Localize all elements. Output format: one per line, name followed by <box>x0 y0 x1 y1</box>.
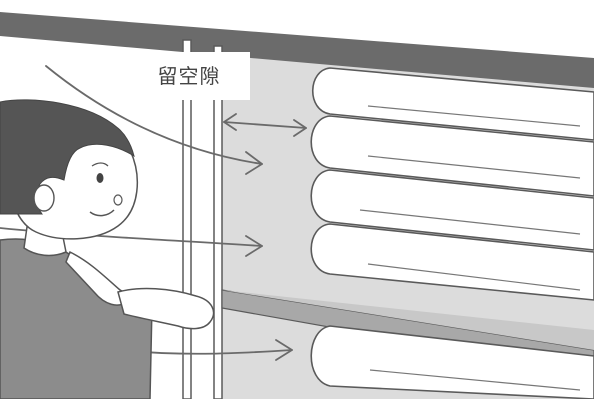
person-nose <box>114 195 122 205</box>
futon-stack-upper <box>311 68 594 300</box>
caption-label: 留空隙 <box>128 52 250 100</box>
person-ear <box>34 185 54 211</box>
person-eye <box>97 173 104 183</box>
